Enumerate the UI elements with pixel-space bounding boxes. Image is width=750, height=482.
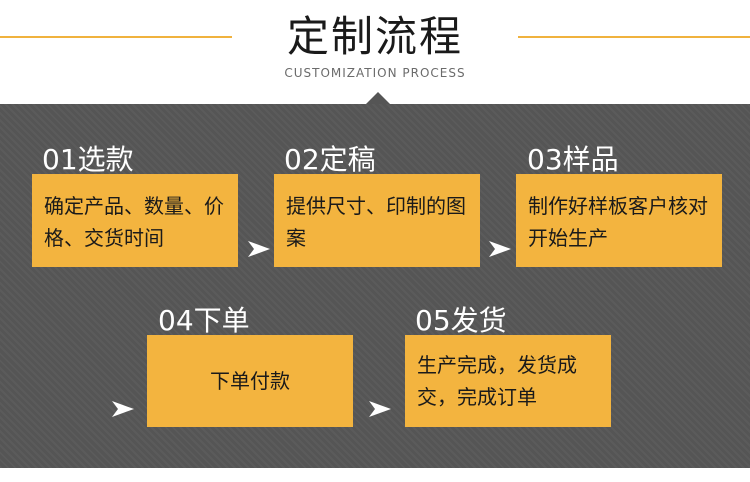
arrow-right-icon [489,241,511,257]
header-line-left [0,36,232,38]
arrow-right-icon [248,241,270,257]
step-desc-4: 下单付款 [210,369,290,393]
step-label-2: 02定稿 [284,143,376,176]
arrow-right-icon [112,401,134,417]
step-box-4: 下单付款 [147,335,353,427]
step-label-5: 05发货 [415,304,507,337]
header-line-right [518,36,750,38]
step-desc-1: 确定产品、数量、价格、交货时间 [44,194,224,250]
step-box-1: 确定产品、数量、价格、交货时间 [32,174,238,267]
pointer-triangle-icon [366,92,390,104]
arrow-right-icon [369,401,391,417]
page-title: 定制流程 [286,12,463,61]
step-box-2: 提供尺寸、印制的图案 [274,174,480,267]
page-subtitle: CUSTOMIZATION PROCESS [284,66,466,80]
header: 定制流程 CUSTOMIZATION PROCESS [0,0,750,104]
step-box-5: 生产完成，发货成交，完成订单 [405,335,611,427]
step-label-1: 01选款 [42,143,134,176]
step-label-3: 03样品 [527,143,619,176]
step-desc-5: 生产完成，发货成交，完成订单 [417,353,577,409]
step-desc-2: 提供尺寸、印制的图案 [286,194,466,250]
step-box-3: 制作好样板客户核对开始生产 [516,174,722,267]
step-label-4: 04下单 [158,304,250,337]
step-desc-3: 制作好样板客户核对开始生产 [528,194,708,250]
